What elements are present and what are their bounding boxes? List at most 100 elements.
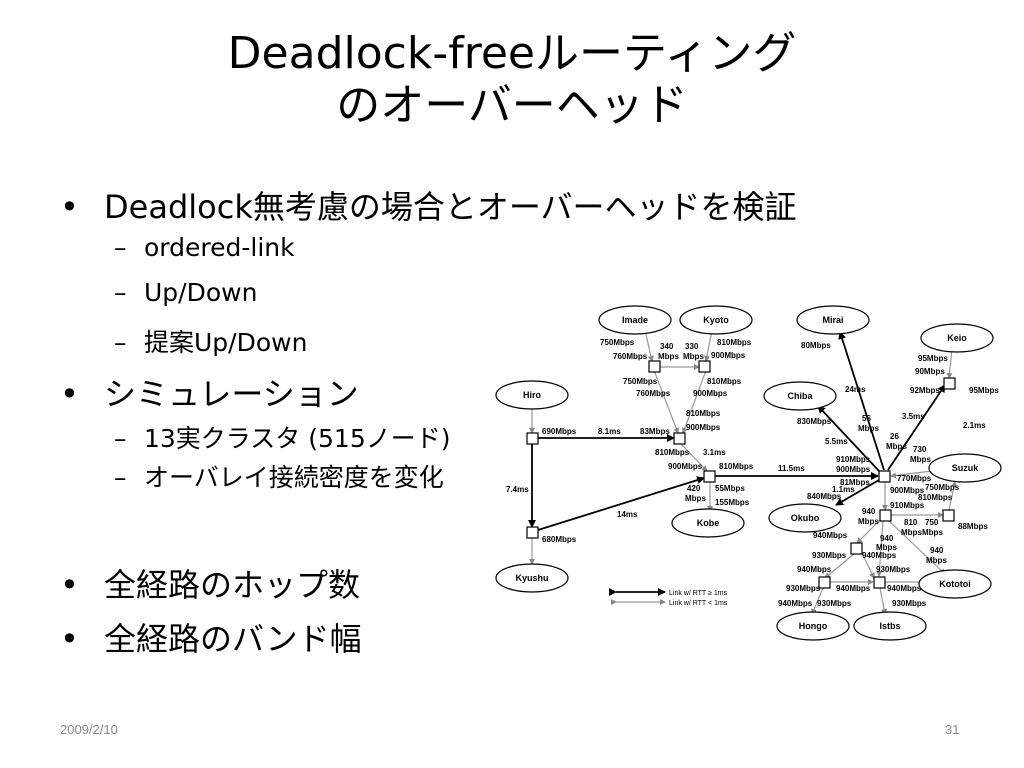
edge-label: 900Mbps: [890, 486, 925, 495]
bullet-hop-count: •全経路のホップ数: [60, 560, 360, 606]
sub-bullet-overlay-density: –オーバレイ接続密度を変化: [114, 458, 444, 494]
link-kyushu-kobe: [537, 476, 705, 531]
edge-label: 910Mbps: [836, 455, 871, 464]
edge-label: 810: [904, 518, 918, 527]
edge-label: 840Mbps: [807, 492, 842, 501]
node-hiro: [495, 380, 569, 410]
link-sw-istbs-sw: [876, 514, 887, 577]
sub-bullet-text: ordered-link: [144, 233, 295, 262]
edge-label: 3.5ms: [902, 412, 925, 421]
edge-label: Mbps: [886, 442, 907, 451]
dash-glyph: –: [114, 328, 127, 357]
bullet-glyph: •: [60, 375, 79, 413]
edge-label: 940Mbps: [778, 599, 813, 608]
edge-label: 900Mbps: [686, 423, 721, 432]
node-label-suzuk: Suzuk: [952, 463, 979, 473]
edge-label: 8.1ms: [598, 427, 621, 436]
legend-thin-label: Link w/ RTT < 1ms: [669, 600, 728, 607]
edge-label: 940: [930, 546, 944, 555]
edge-label: Mbps: [926, 556, 947, 565]
edge-label: 14ms: [617, 510, 638, 519]
edge-label: 420: [687, 484, 701, 493]
link-hub-mirai: [838, 331, 885, 471]
dash-glyph: –: [114, 424, 127, 453]
dash-glyph: –: [114, 463, 127, 492]
link-keio-switch: [946, 343, 956, 379]
bullet-text: Deadlock無考慮の場合とオーバーヘッドを検証: [104, 188, 797, 226]
edge-label: 940Mbps: [813, 531, 848, 540]
edge-label: 11.5ms: [778, 464, 805, 473]
edge-label: Mbps: [858, 424, 879, 433]
node-label-hiro: Hiro: [523, 390, 542, 400]
link-imade-center-left: [650, 367, 680, 434]
sub-bullet-text: オーバレイ接続密度を変化: [144, 463, 444, 492]
edge-label: Mbps: [858, 517, 879, 526]
edge-label: 940Mbps: [836, 584, 871, 593]
node-keio: [920, 323, 994, 353]
node-hongo: [776, 611, 850, 641]
edge-label: 900Mbps: [668, 462, 703, 471]
node-label-mirai: Mirai: [822, 315, 843, 325]
title-line-1: Deadlock-freeルーティング: [227, 28, 797, 79]
edge-label: 940Mbps: [797, 565, 832, 574]
switch-hub: [878, 470, 891, 483]
edge-label: Mbps: [910, 455, 931, 464]
link-istbs: [876, 582, 888, 615]
edge-label: 930Mbps: [892, 599, 927, 608]
slide-page-number: 31: [945, 722, 960, 737]
node-label-kyoto: Kyoto: [703, 315, 729, 325]
bullet-deadlock: •Deadlock無考慮の場合とオーバーヘッドを検証: [60, 182, 797, 228]
node-label-hongo: Hongo: [799, 621, 828, 631]
edge-label: 750: [925, 518, 939, 527]
edge-label: 340: [660, 342, 674, 351]
edge-label: 26: [890, 432, 899, 441]
edge-label: 810Mbps: [686, 409, 721, 418]
node-kyushu: [495, 563, 569, 593]
bullet-glyph: •: [60, 620, 79, 658]
edge-label: 930Mbps: [876, 565, 911, 574]
sub-bullet-ordered-link: –ordered-link: [114, 233, 295, 262]
switch-kyoto: [698, 360, 711, 373]
edge-label: 900Mbps: [693, 389, 728, 398]
switch-istbs-lower: [873, 576, 886, 589]
switch-kobe: [703, 470, 716, 483]
sub-bullet-proposed-updown: –提案Up/Down: [114, 323, 307, 359]
edge-label: 750Mbps: [623, 377, 658, 386]
edge-label: 55Mbps: [715, 484, 745, 493]
node-kototoi: [918, 569, 992, 599]
link-hongo-sw-down: [824, 547, 861, 579]
edge-label: Mbps: [658, 352, 679, 361]
sub-bullet-text: 13実クラスタ (515ノード): [144, 424, 451, 453]
edge-label: 930Mbps: [812, 551, 847, 560]
edge-label: 940: [880, 534, 894, 543]
edge-label: 810Mbps: [655, 448, 690, 457]
link-center-kobe-switch: [675, 438, 708, 472]
node-suzuk: [928, 453, 1002, 483]
edge-label: 900Mbps: [836, 465, 871, 474]
dash-glyph: –: [114, 233, 127, 262]
switch-center: [673, 432, 686, 445]
edge-label: 83Mbps: [640, 427, 670, 436]
bullet-text: 全経路のバンド幅: [104, 620, 362, 658]
network-topology-diagram: Imade Kyoto Mirai Keio Hiro Chiba Suzuk …: [495, 305, 1002, 641]
edge-label: 750Mbps: [925, 483, 960, 492]
edge-label: 910Mbps: [890, 501, 925, 510]
node-kyoto: [679, 305, 753, 335]
switch-mid: [879, 509, 892, 522]
edge-label: 90Mbps: [915, 367, 945, 376]
edge-label: 88Mbps: [958, 522, 988, 531]
sub-bullet-text: Up/Down: [144, 278, 258, 307]
edge-label: 7.4ms: [506, 485, 529, 494]
node-mirai: [796, 305, 870, 335]
edge-label: 95Mbps: [918, 354, 948, 363]
node-kobe: [671, 508, 745, 538]
legend-thick-label: Link w/ RTT ≥ 1ms: [669, 590, 728, 597]
edge-label: 940Mbps: [862, 551, 897, 560]
edge-label: 810Mbps: [918, 493, 953, 502]
edge-label: Mbps: [876, 543, 897, 552]
edge-label: 81Mbps: [840, 478, 870, 487]
node-label-kobe: Kobe: [697, 518, 720, 528]
edge-label: 940Mbps: [887, 584, 922, 593]
edge-label: 940: [862, 507, 876, 516]
switch-keio: [943, 377, 956, 390]
